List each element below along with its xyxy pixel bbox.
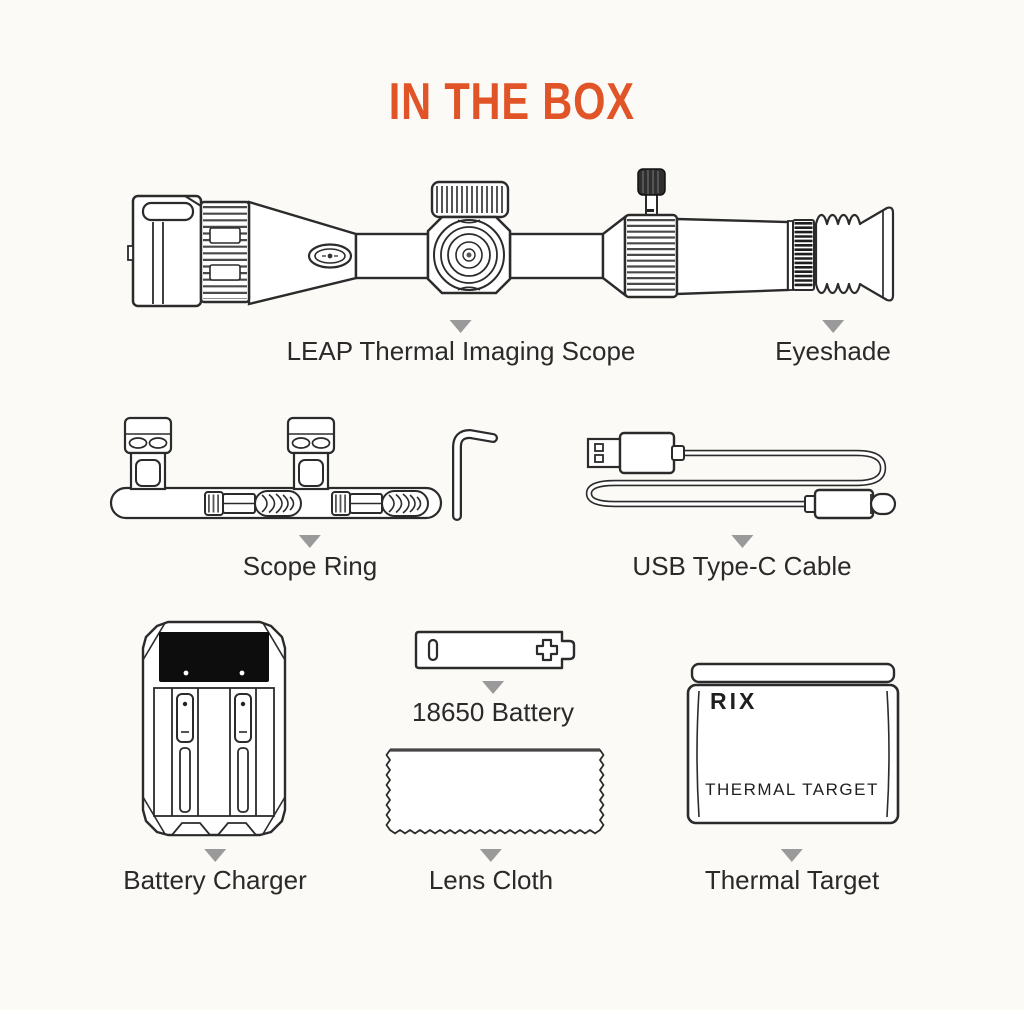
battery-slot (171, 688, 199, 816)
battery-charger-illustration (141, 620, 287, 837)
page-title-text: IN THE BOX (388, 73, 636, 131)
pointer-triangle-icon (449, 320, 472, 333)
caption-battery-charger: Battery Charger (123, 849, 307, 895)
caption-usb-cable: USB Type-C Cable (632, 535, 852, 581)
caption-scope-ring: Scope Ring (243, 535, 377, 581)
thermal-target-illustration: RIX THERMAL TARGET (686, 662, 900, 825)
eyeshade-bellows (814, 206, 895, 302)
charger-display (159, 632, 269, 682)
item-label-battery-charger: Battery Charger (123, 865, 307, 895)
pointer-triangle-icon (730, 535, 753, 548)
battery-plus-mark (535, 638, 559, 662)
caption-thermal-target: Thermal Target (705, 849, 879, 895)
item-label-eyeshade: Eyeshade (775, 336, 891, 366)
item-label-thermal-target: Thermal Target (704, 865, 880, 895)
pointer-triangle-icon (781, 849, 803, 862)
target-box-lid (690, 662, 896, 684)
target-brand-text: RIX (710, 688, 757, 714)
caption-lens-cloth: Lens Cloth (429, 849, 553, 895)
ring-clamp-screw (204, 490, 302, 517)
bottom-margin-strip (0, 1010, 1024, 1024)
pointer-triangle-icon (822, 320, 844, 333)
item-label-scope-ring: Scope Ring (242, 551, 378, 581)
scope-focus-knob (430, 180, 510, 219)
caption-battery-18650: 18650 Battery (412, 681, 574, 727)
target-box-body (686, 683, 900, 825)
usb-c-connector (804, 488, 897, 520)
pointer-triangle-icon (481, 681, 504, 694)
item-label-lens-cloth: Lens Cloth (428, 865, 554, 895)
page-title: IN THE BOX (0, 72, 1024, 132)
scope-ring-illustration (109, 416, 498, 527)
caption-eyeshade: Eyeshade (775, 320, 891, 366)
battery-18650-illustration (414, 630, 576, 670)
battery-minus-mark (427, 638, 439, 662)
thermal-scope-illustration (127, 168, 895, 308)
item-label-thermal-scope: LEAP Thermal Imaging Scope (286, 336, 636, 366)
pointer-triangle-icon (204, 849, 226, 862)
lens-cloth-illustration (385, 748, 605, 835)
scope-top-knob (637, 168, 666, 196)
pointer-triangle-icon (480, 849, 502, 862)
item-label-battery-18650: 18650 Battery (412, 697, 574, 727)
usb-cable-illustration (585, 431, 897, 520)
allen-wrench (452, 429, 498, 521)
caption-thermal-scope: LEAP Thermal Imaging Scope (286, 320, 636, 366)
usb-a-connector (586, 431, 685, 475)
target-label-text: THERMAL TARGET (705, 780, 879, 799)
scope-power-button (307, 243, 353, 269)
item-label-usb-cable: USB Type-C Cable (632, 551, 852, 581)
pointer-triangle-icon (298, 535, 321, 548)
